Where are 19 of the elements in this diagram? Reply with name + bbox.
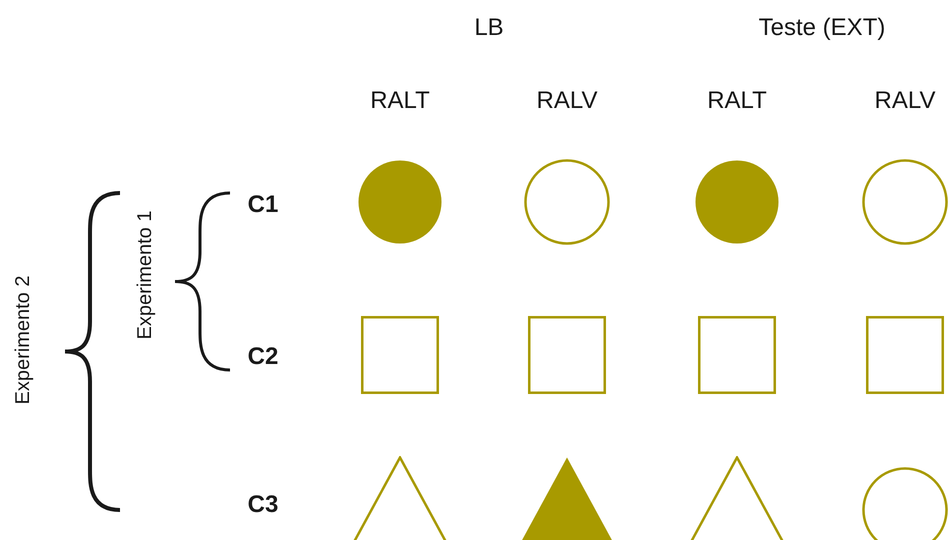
- square-symbol: [698, 316, 776, 394]
- bracket-label: Experimento 1: [135, 210, 155, 340]
- column-heading: RALT: [707, 89, 767, 113]
- row-label: C3: [248, 493, 278, 517]
- circle-symbol: [862, 159, 948, 245]
- column-heading: RALV: [536, 89, 598, 113]
- circle-symbol: [357, 159, 443, 245]
- bracket-label: Experimento 2: [13, 276, 33, 404]
- circle-symbol: [524, 159, 610, 245]
- column-group-heading: LB: [474, 16, 504, 40]
- row-label: C2: [248, 345, 278, 369]
- square-symbol: [866, 316, 944, 394]
- column-heading: RALT: [370, 89, 430, 113]
- square-symbol: [361, 316, 439, 394]
- column-heading: RALV: [874, 89, 936, 113]
- row-label: C1: [248, 193, 278, 217]
- circle-symbol: [694, 159, 780, 245]
- square-symbol: [528, 316, 606, 394]
- column-group-heading: Teste (EXT): [758, 16, 886, 40]
